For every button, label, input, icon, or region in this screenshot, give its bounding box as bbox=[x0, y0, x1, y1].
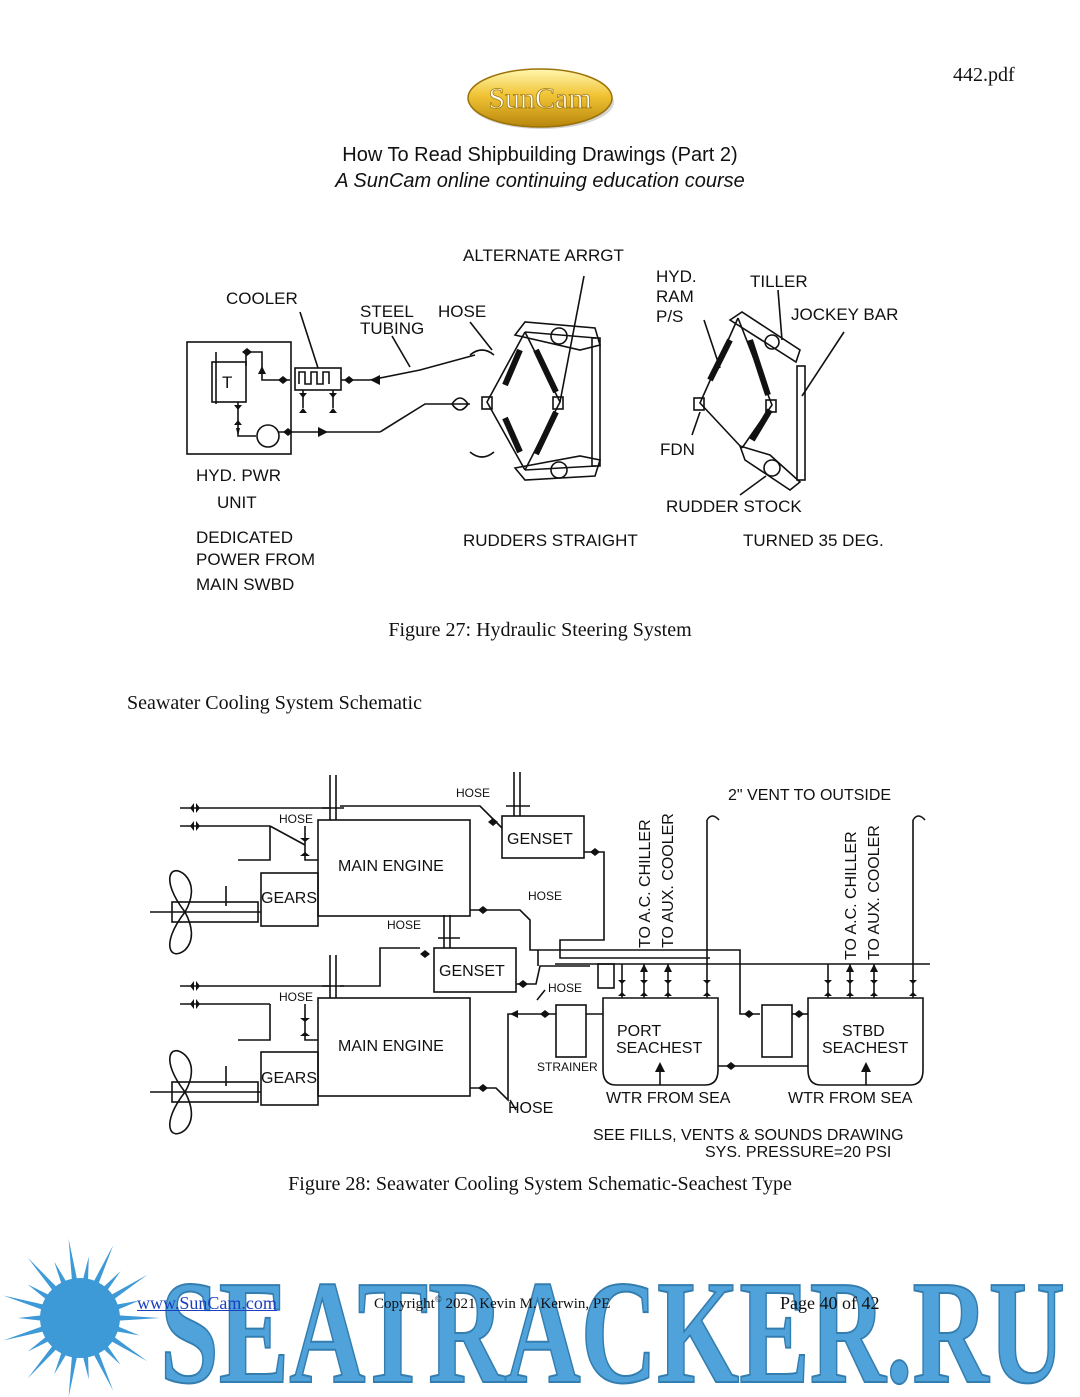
svg-text:HOSE: HOSE bbox=[438, 302, 486, 321]
svg-text:SEACHEST: SEACHEST bbox=[616, 1040, 702, 1057]
logo-text: SunCam bbox=[488, 82, 591, 115]
section-heading: Seawater Cooling System Schematic bbox=[127, 692, 422, 714]
copyright-notice: Copyright© 2021 Kevin M. Kerwin, PE bbox=[374, 1294, 611, 1312]
svg-text:T: T bbox=[222, 373, 232, 392]
svg-text:STBD: STBD bbox=[842, 1023, 885, 1040]
svg-text:2" VENT TO OUTSIDE: 2" VENT TO OUTSIDE bbox=[728, 787, 891, 804]
svg-text:MAIN SWBD: MAIN SWBD bbox=[196, 575, 294, 594]
sun-ray bbox=[115, 1300, 140, 1310]
sun-ray bbox=[102, 1344, 121, 1365]
sun-ray bbox=[82, 1355, 89, 1380]
svg-text:HYD. PWR: HYD. PWR bbox=[196, 466, 281, 485]
sun-ray bbox=[93, 1351, 114, 1391]
sun-ray bbox=[68, 1238, 78, 1281]
svg-text:TUBING: TUBING bbox=[360, 319, 424, 338]
svg-text:ALTERNATE ARRGT: ALTERNATE ARRGT bbox=[463, 246, 624, 265]
suncam-website-link[interactable]: www.SunCam.com bbox=[137, 1293, 277, 1313]
seatracker-watermark: SEATRACKER.RU bbox=[160, 1262, 1066, 1392]
sun-ray bbox=[27, 1257, 58, 1292]
page-number: Page 40 of 42 bbox=[780, 1293, 880, 1313]
sun-ray bbox=[82, 1256, 89, 1281]
svg-text:RUDDER STOCK: RUDDER STOCK bbox=[666, 497, 802, 516]
svg-text:TO A.C. CHILLER: TO A.C. CHILLER bbox=[637, 819, 654, 948]
svg-text:GENSET: GENSET bbox=[507, 831, 573, 848]
sun-watermark-icon bbox=[3, 1238, 160, 1397]
svg-text:TO A.C. CHILLER: TO A.C. CHILLER bbox=[843, 831, 860, 960]
sun-ray bbox=[110, 1336, 148, 1362]
sun-ray bbox=[27, 1336, 50, 1352]
course-subtitle: A SunCam online continuing education cou… bbox=[335, 170, 745, 192]
sun-ray bbox=[115, 1326, 140, 1336]
sun-ray bbox=[18, 1315, 43, 1321]
figure-27-caption: Figure 27: Hydraulic Steering System bbox=[388, 619, 692, 641]
svg-text:WTR FROM SEA: WTR FROM SEA bbox=[606, 1090, 731, 1107]
svg-text:JOCKEY BAR: JOCKEY BAR bbox=[791, 305, 898, 324]
figure-27-hydraulic-steering: COOLER STEEL TUBING HOSE ALTERNATE ARRGT… bbox=[186, 246, 898, 594]
suncam-logo: SunCam bbox=[467, 68, 614, 129]
svg-text:HOSE: HOSE bbox=[279, 812, 313, 826]
svg-text:PORT: PORT bbox=[617, 1023, 661, 1040]
svg-text:HOSE: HOSE bbox=[508, 1100, 553, 1117]
sun-ray bbox=[68, 1355, 78, 1397]
sun-ray bbox=[27, 1284, 50, 1300]
svg-text:TO AUX. COOLER: TO AUX. COOLER bbox=[866, 825, 883, 960]
figure-28-seawater-cooling: HOSE HOSE HOSE HOSE HOSE HOSE STRAINER M… bbox=[150, 772, 930, 1161]
svg-text:STRAINER: STRAINER bbox=[537, 1060, 598, 1074]
svg-text:HOSE: HOSE bbox=[456, 786, 490, 800]
svg-text:GEARS: GEARS bbox=[261, 890, 317, 907]
svg-text:STEEL: STEEL bbox=[360, 302, 414, 321]
svg-text:MAIN ENGINE: MAIN ENGINE bbox=[338, 858, 444, 875]
svg-text:HOSE: HOSE bbox=[387, 918, 421, 932]
sun-ray bbox=[110, 1274, 148, 1300]
sun-ray bbox=[27, 1344, 58, 1379]
sun-ray bbox=[54, 1351, 67, 1375]
sun-ray bbox=[3, 1295, 45, 1310]
figure-28-caption: Figure 28: Seawater Cooling System Schem… bbox=[288, 1173, 792, 1195]
sun-ray bbox=[93, 1245, 114, 1285]
sun-ray bbox=[102, 1271, 121, 1292]
svg-text:SYS. PRESSURE=20 PSI: SYS. PRESSURE=20 PSI bbox=[705, 1144, 891, 1161]
svg-text:TURNED 35 DEG.: TURNED 35 DEG. bbox=[743, 531, 884, 550]
svg-text:COOLER: COOLER bbox=[226, 289, 298, 308]
svg-text:FDN: FDN bbox=[660, 440, 695, 459]
svg-text:HYD.: HYD. bbox=[656, 267, 697, 286]
svg-text:TO AUX. COOLER: TO AUX. COOLER bbox=[660, 813, 677, 948]
sun-ray bbox=[3, 1326, 45, 1341]
svg-text:HOSE: HOSE bbox=[528, 889, 562, 903]
svg-text:HOSE: HOSE bbox=[279, 990, 313, 1004]
svg-text:P/S: P/S bbox=[656, 307, 683, 326]
sun-ray bbox=[117, 1315, 160, 1321]
svg-text:DEDICATED: DEDICATED bbox=[196, 528, 293, 547]
svg-text:GEARS: GEARS bbox=[261, 1070, 317, 1087]
course-title: How To Read Shipbuilding Drawings (Part … bbox=[342, 144, 738, 166]
svg-text:TILLER: TILLER bbox=[750, 272, 808, 291]
svg-text:RUDDERS STRAIGHT: RUDDERS STRAIGHT bbox=[463, 531, 638, 550]
svg-text:SEACHEST: SEACHEST bbox=[822, 1040, 908, 1057]
svg-text:RAM: RAM bbox=[656, 287, 694, 306]
svg-text:POWER FROM: POWER FROM bbox=[196, 550, 315, 569]
svg-text:UNIT: UNIT bbox=[217, 493, 257, 512]
file-name: 442.pdf bbox=[953, 64, 1015, 86]
svg-text:SEE FILLS, VENTS & SOUNDS DRAW: SEE FILLS, VENTS & SOUNDS DRAWING bbox=[593, 1127, 904, 1144]
svg-text:SEATRACKER.RU: SEATRACKER.RU bbox=[160, 1262, 1065, 1392]
sun-ray bbox=[54, 1261, 67, 1285]
svg-text:HOSE: HOSE bbox=[548, 981, 582, 995]
svg-text:MAIN ENGINE: MAIN ENGINE bbox=[338, 1038, 444, 1055]
svg-text:WTR FROM SEA: WTR FROM SEA bbox=[788, 1090, 913, 1107]
svg-text:GENSET: GENSET bbox=[439, 963, 505, 980]
